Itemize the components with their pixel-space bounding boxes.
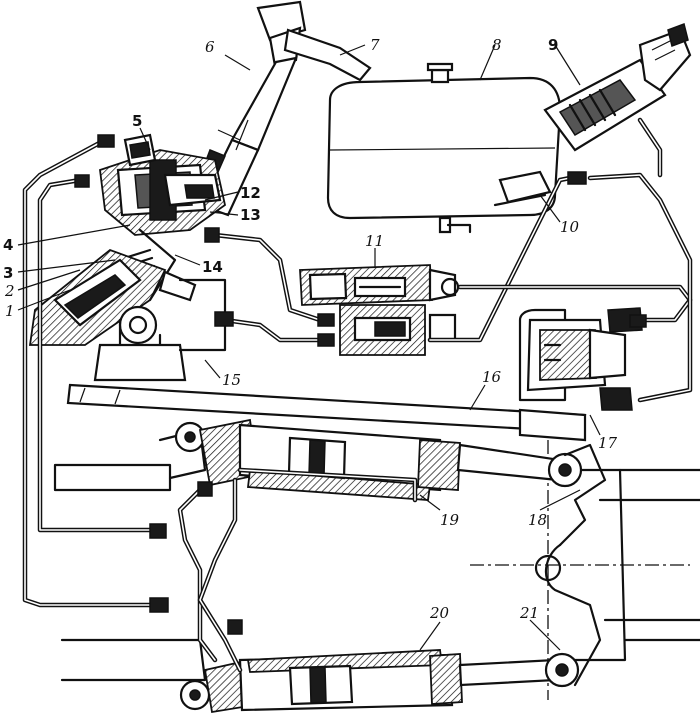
pipe-fittings xyxy=(74,134,647,635)
hydraulic-lines xyxy=(22,117,693,673)
label-15: 15 xyxy=(222,371,241,389)
label-1: 1 xyxy=(5,302,15,320)
pump xyxy=(518,307,643,411)
label-20: 20 xyxy=(429,604,450,622)
safety-valve xyxy=(543,23,692,152)
control-valve xyxy=(299,264,460,356)
label-11: 11 xyxy=(365,232,384,250)
label-12: 12 xyxy=(240,184,261,202)
label-6: 6 xyxy=(205,38,215,56)
power-cylinder-lower xyxy=(179,649,580,714)
leader-lines xyxy=(17,44,601,651)
label-19: 19 xyxy=(440,511,460,529)
filter-10 xyxy=(493,170,552,207)
label-4: 4 xyxy=(3,236,13,254)
label-5: 5 xyxy=(132,112,142,130)
steering-arms xyxy=(534,443,607,687)
power-cylinder-upper xyxy=(174,418,583,501)
label-3: 3 xyxy=(3,264,13,282)
label-13: 13 xyxy=(240,206,261,224)
label-16: 16 xyxy=(482,368,502,386)
steering-column xyxy=(198,0,372,217)
label-7: 7 xyxy=(370,36,380,54)
callout-labels: 1 2 3 4 5 6 7 8 9 10 11 12 13 14 15 16 1… xyxy=(3,36,618,622)
label-18: 18 xyxy=(528,511,547,529)
oil-reservoir xyxy=(326,62,562,234)
label-14: 14 xyxy=(202,258,223,276)
label-8: 8 xyxy=(492,36,502,54)
label-10: 10 xyxy=(560,218,580,236)
steering-gear xyxy=(28,133,227,382)
label-2: 2 xyxy=(4,282,15,300)
label-21: 21 xyxy=(519,604,539,622)
tie-rod xyxy=(66,383,587,442)
label-17: 17 xyxy=(598,434,618,452)
label-9: 9 xyxy=(548,36,558,54)
